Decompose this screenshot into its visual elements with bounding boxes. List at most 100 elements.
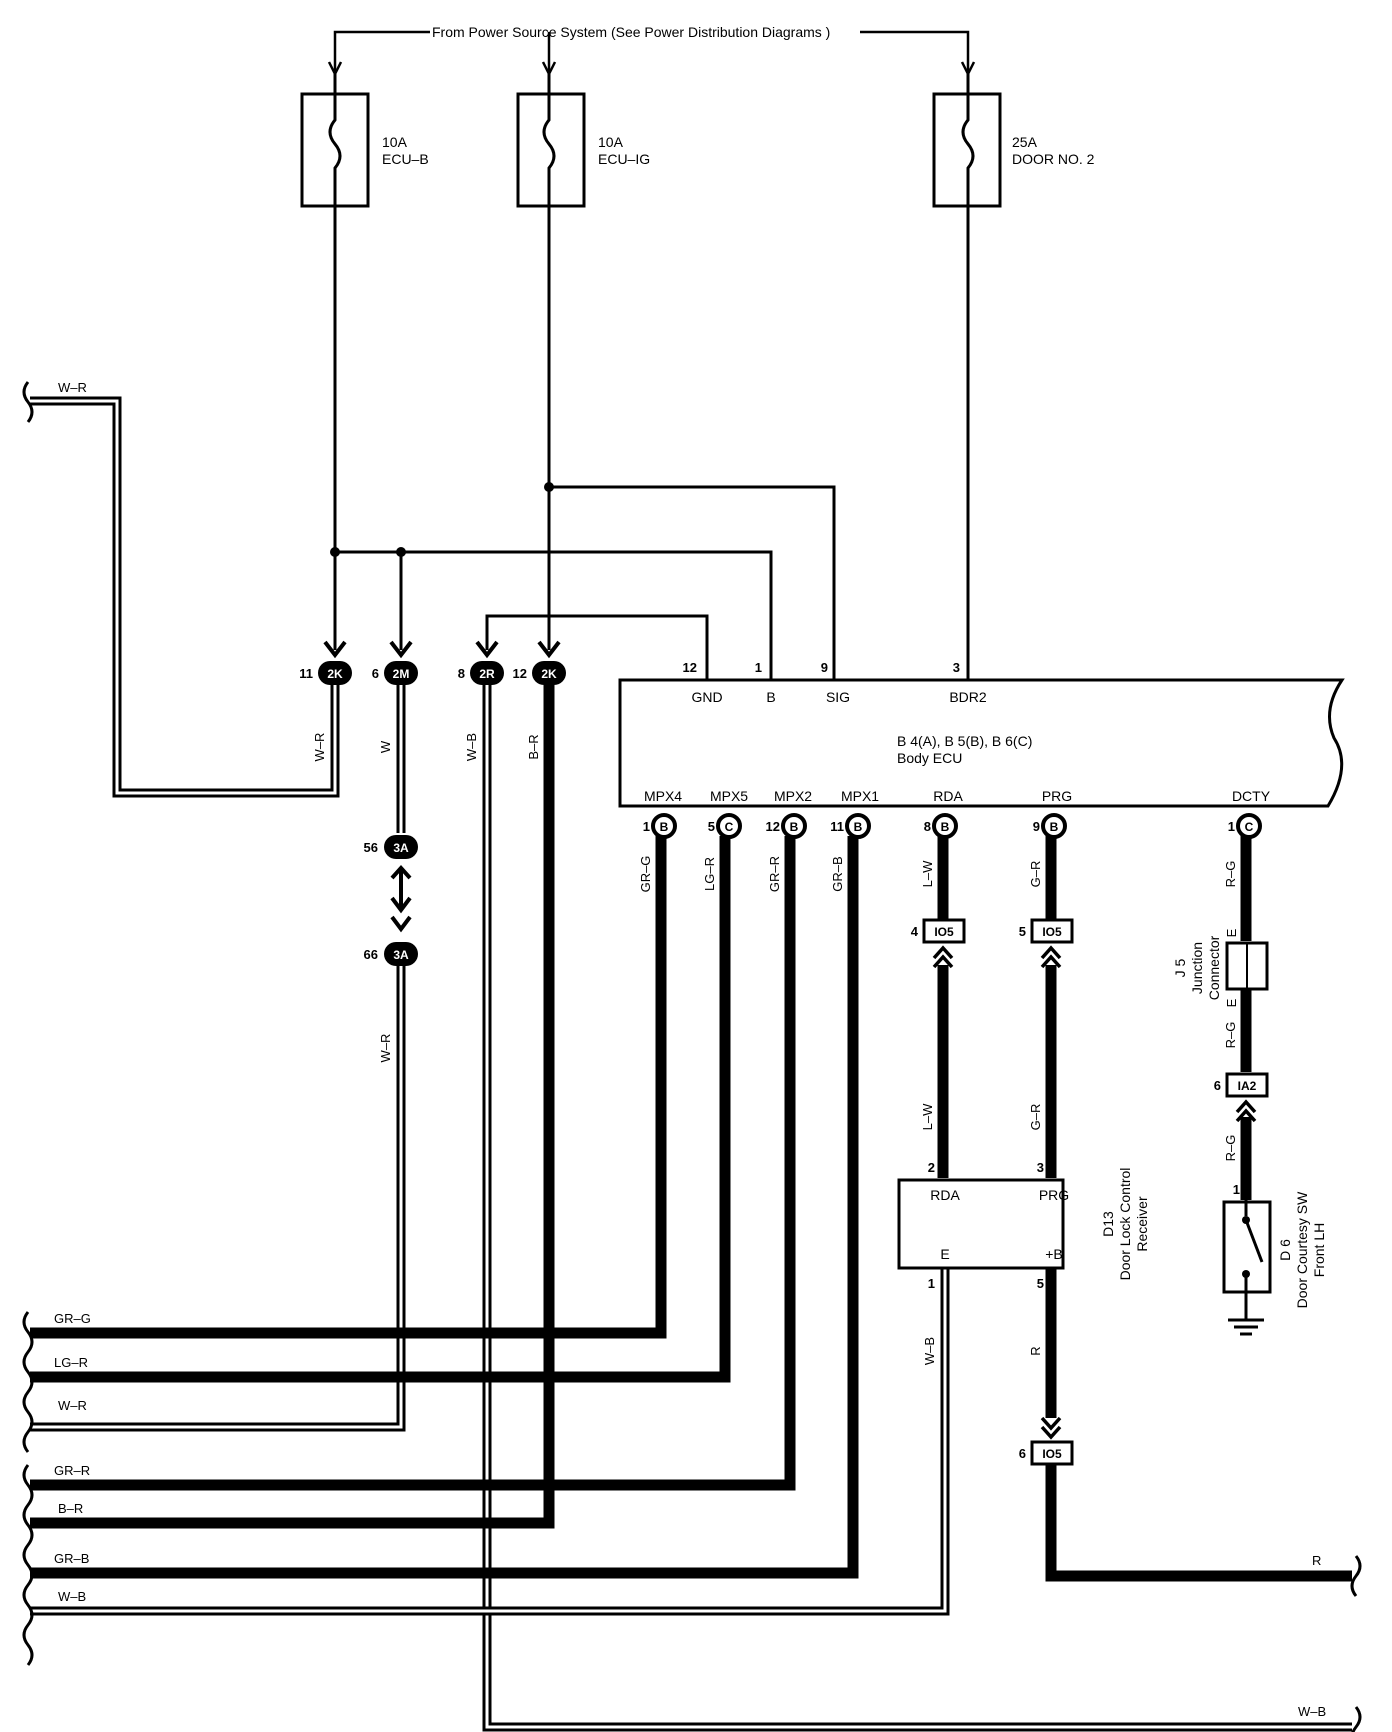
connector-3a-56 xyxy=(384,835,418,914)
label-r-right: R xyxy=(1312,1553,1321,1568)
fuse-ecu-b xyxy=(300,74,370,208)
top-connectors xyxy=(318,640,566,685)
label-w-r-top: W–R xyxy=(58,380,87,395)
connector-3a-56-code: 3A xyxy=(393,841,409,855)
connector-3a-66 xyxy=(384,915,418,966)
connector-2m-6 xyxy=(384,661,418,685)
wire-w-r-top xyxy=(30,396,340,798)
label-l-w-v2: L–W xyxy=(920,1103,935,1130)
receiver-pin-b-num: 5 xyxy=(1037,1276,1044,1291)
connector-io5-5-pin: 5 xyxy=(1019,924,1026,939)
connector-io5-4-code: IO5 xyxy=(934,925,954,939)
receiver-name-2: Receiver xyxy=(1134,1196,1150,1252)
connector-2k-11-code: 2K xyxy=(327,667,343,681)
connector-2k-12-code: 2K xyxy=(541,667,557,681)
connector-2r-8 xyxy=(470,661,504,685)
connector-io5-6 xyxy=(1030,1416,1074,1466)
ecu-pin-dcty-name: DCTY xyxy=(1232,788,1271,804)
receiver-pin-rda-name: RDA xyxy=(930,1187,960,1203)
door-sw-pin: 1 xyxy=(1233,1182,1240,1197)
fuse-ecu-ig-amp: 10A xyxy=(598,134,624,150)
label-w-r-v1: W–R xyxy=(312,733,327,762)
label-gr-b-v: GR–B xyxy=(830,856,845,891)
label-w-r-bottom: W–R xyxy=(58,1398,87,1413)
ecu-conn-mpx2: B xyxy=(790,820,799,834)
body-ecu xyxy=(618,678,1345,808)
wire-r-out xyxy=(1045,1464,1352,1582)
wire-b-r xyxy=(30,685,555,1529)
connector-2r-8-pin: 8 xyxy=(458,666,465,681)
receiver-box xyxy=(897,1178,1065,1270)
connector-3a-56-pin: 56 xyxy=(364,840,378,855)
ecu-conn-prg: B xyxy=(1050,820,1059,834)
receiver-pin-b-name: +B xyxy=(1045,1246,1063,1262)
label-gr-b: GR–B xyxy=(54,1551,89,1566)
ecu-pin-mpx1-name: MPX1 xyxy=(841,788,879,804)
label-r-v: R xyxy=(1028,1346,1043,1355)
door-sw-name-2: Front LH xyxy=(1311,1223,1327,1277)
wire-break-symbols-right xyxy=(1350,1555,1362,1732)
label-lg-r: LG–R xyxy=(54,1355,88,1370)
junction-id: J 5 xyxy=(1172,958,1188,977)
label-b-r: B–R xyxy=(58,1501,83,1516)
fuse-ecu-ig-name: ECU–IG xyxy=(598,151,650,167)
wire-gr-b xyxy=(30,836,859,1579)
connector-2k-11-pin: 11 xyxy=(299,666,313,681)
ecu-pin-mpx4-num: 1 xyxy=(643,819,650,834)
connector-2k-11 xyxy=(318,661,352,685)
connector-3a-66-code: 3A xyxy=(393,948,409,962)
door-courtesy-switch xyxy=(1222,1200,1272,1336)
label-gr-g: GR–G xyxy=(54,1311,91,1326)
ecu-pin-sig-name: SIG xyxy=(826,689,850,705)
door-sw-name-1: Door Courtesy SW xyxy=(1294,1191,1310,1308)
label-w-b-v: W–B xyxy=(464,733,479,761)
connector-2k-12 xyxy=(532,661,566,685)
ecu-pin-rda-name: RDA xyxy=(933,788,963,804)
label-w-b-v2: W–B xyxy=(922,1337,937,1365)
label-w-r-v2: W–R xyxy=(378,1034,393,1063)
label-b-r-v: B–R xyxy=(526,734,541,759)
ecu-pin-rda-num: 8 xyxy=(924,819,931,834)
connector-ia2-6-pin: 6 xyxy=(1214,1078,1221,1093)
label-w-v: W xyxy=(378,740,393,753)
ecu-pin-mpx2-num: 12 xyxy=(766,819,780,834)
receiver-pin-e-name: E xyxy=(940,1246,949,1262)
fuse-ecu-ig xyxy=(516,74,586,208)
splice-dots xyxy=(330,482,554,557)
ecu-title-1: B 4(A), B 5(B), B 6(C) xyxy=(897,733,1032,749)
junction-pin-bottom: E xyxy=(1224,998,1239,1007)
connector-ia2-6-code: IA2 xyxy=(1238,1079,1257,1093)
ecu-pin-bdr2-name: BDR2 xyxy=(949,689,987,705)
label-w-b-right: W–B xyxy=(1298,1704,1326,1719)
ecu-pin-gnd-name: GND xyxy=(691,689,722,705)
fuse-ecu-b-name: ECU–B xyxy=(382,151,429,167)
connector-io5-5 xyxy=(1030,918,1074,969)
label-gr-g-v: GR–G xyxy=(638,856,653,893)
fuse-door-no2-name: DOOR NO. 2 xyxy=(1012,151,1095,167)
receiver-pin-prg-name: PRG xyxy=(1039,1187,1069,1203)
connector-2m-6-pin: 6 xyxy=(372,666,379,681)
ecu-pin-gnd-num: 12 xyxy=(683,660,697,675)
connector-2m-6-code: 2M xyxy=(393,667,410,681)
ecu-pin-mpx1-num: 11 xyxy=(830,819,844,834)
junction-connector xyxy=(1225,941,1269,991)
ecu-pin-mpx5-name: MPX5 xyxy=(710,788,748,804)
power-wires xyxy=(333,206,970,680)
label-lg-r-v: LG–R xyxy=(702,857,717,891)
label-r-g-v1: R–G xyxy=(1223,861,1238,888)
door-sw-id: D 6 xyxy=(1277,1239,1293,1261)
label-w-b-left: W–B xyxy=(58,1589,86,1604)
wire-gr-r xyxy=(30,836,796,1491)
label-r-g-v2: R–G xyxy=(1223,1022,1238,1049)
label-r-g-v3: R–G xyxy=(1223,1135,1238,1162)
label-gr-r: GR–R xyxy=(54,1463,90,1478)
wire-lg-r xyxy=(30,836,731,1383)
connector-io5-4 xyxy=(922,918,966,969)
wire-gr-g xyxy=(30,836,667,1339)
connector-io5-4-pin: 4 xyxy=(911,924,919,939)
ecu-title-2: Body ECU xyxy=(897,750,962,766)
ecu-pin-dcty-num: 1 xyxy=(1228,819,1235,834)
connector-io5-6-pin: 6 xyxy=(1019,1446,1026,1461)
connector-2k-12-pin: 12 xyxy=(513,666,527,681)
